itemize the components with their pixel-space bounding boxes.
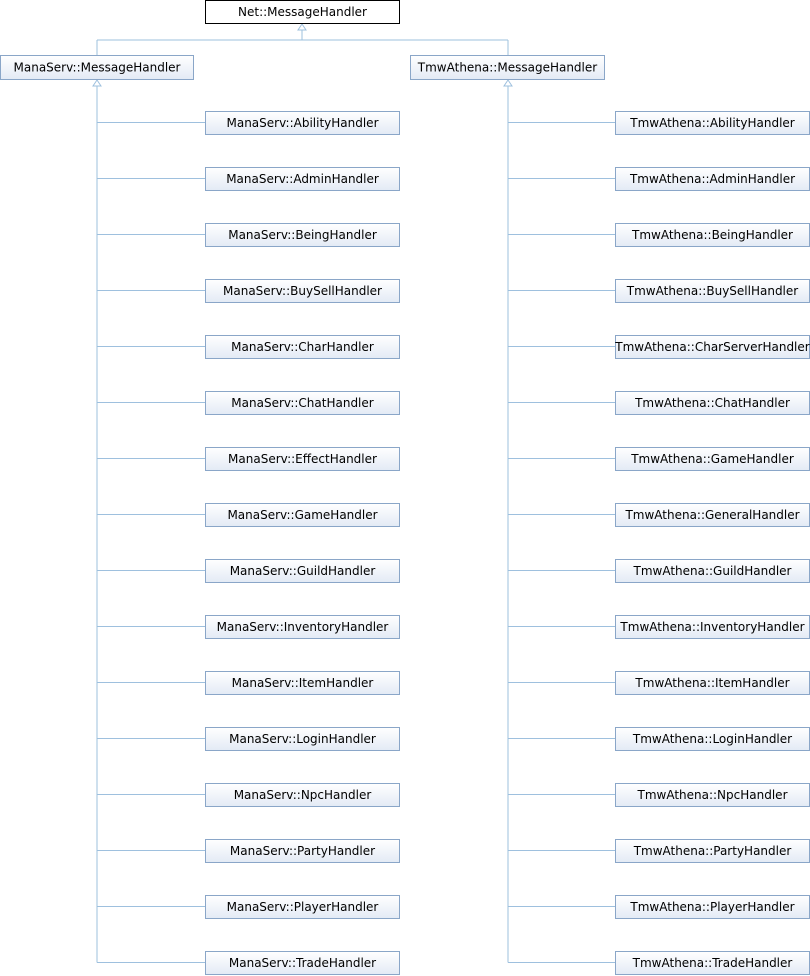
class-node-tmw-athena-npc-handler[interactable]: TmwAthena::NpcHandler: [615, 783, 810, 807]
class-node-mana-serv-npc-handler[interactable]: ManaServ::NpcHandler: [205, 783, 400, 807]
class-node-label: TmwAthena::InventoryHandler: [619, 620, 804, 634]
class-node-mana-serv-admin-handler[interactable]: ManaServ::AdminHandler: [205, 167, 400, 191]
class-node-net-message-handler[interactable]: Net::MessageHandler: [205, 0, 400, 24]
class-node-label: ManaServ::InventoryHandler: [217, 620, 389, 634]
class-node-label: TmwAthena::AdminHandler: [629, 172, 795, 186]
class-node-box: [205, 671, 400, 695]
class-node-mana-serv-inventory-handler[interactable]: ManaServ::InventoryHandler: [205, 615, 400, 639]
class-node-label: ManaServ::AbilityHandler: [226, 116, 378, 130]
class-node-label: ManaServ::EffectHandler: [228, 452, 377, 466]
class-node-box: [205, 167, 400, 191]
class-node-tmw-athena-general-handler[interactable]: TmwAthena::GeneralHandler: [615, 503, 810, 527]
class-node-label: TmwAthena::TradeHandler: [632, 956, 793, 970]
class-node-mana-serv-game-handler[interactable]: ManaServ::GameHandler: [205, 503, 400, 527]
class-node-label: TmwAthena::MessageHandler: [417, 61, 597, 75]
class-node-label: ManaServ::PartyHandler: [230, 844, 375, 858]
class-node-box: [410, 55, 605, 80]
class-node-label: TmwAthena::LoginHandler: [632, 732, 792, 746]
class-node-mana-serv-effect-handler[interactable]: ManaServ::EffectHandler: [205, 447, 400, 471]
class-node-box: [205, 0, 400, 24]
class-node-label: ManaServ::TradeHandler: [229, 956, 376, 970]
class-node-mana-serv-char-handler[interactable]: ManaServ::CharHandler: [205, 335, 400, 359]
class-node-mana-serv-player-handler[interactable]: ManaServ::PlayerHandler: [205, 895, 400, 919]
class-node-label: TmwAthena::CharServerHandler: [614, 340, 810, 354]
class-node-box: [205, 335, 400, 359]
class-node-box: [205, 391, 400, 415]
class-node-mana-serv-guild-handler[interactable]: ManaServ::GuildHandler: [205, 559, 400, 583]
arrowhead-branch: [92, 79, 102, 87]
class-node-box: [205, 951, 400, 975]
arrowhead-root: [297, 23, 307, 31]
class-node-box: [205, 559, 400, 583]
class-node-label: ManaServ::BuySellHandler: [223, 284, 382, 298]
class-node-mana-serv-being-handler[interactable]: ManaServ::BeingHandler: [205, 223, 400, 247]
class-node-label: TmwAthena::PlayerHandler: [629, 900, 794, 914]
class-node-tmw-athena-party-handler[interactable]: TmwAthena::PartyHandler: [615, 839, 810, 863]
class-node-label: TmwAthena::PartyHandler: [633, 844, 792, 858]
class-node-box: [205, 223, 400, 247]
class-node-tmw-athena-item-handler[interactable]: TmwAthena::ItemHandler: [615, 671, 810, 695]
edges: [92, 23, 615, 963]
class-node-box: [205, 279, 400, 303]
class-node-mana-serv-message-handler[interactable]: ManaServ::MessageHandler: [0, 55, 194, 80]
class-node-mana-serv-ability-handler[interactable]: ManaServ::AbilityHandler: [205, 111, 400, 135]
class-node-tmw-athena-player-handler[interactable]: TmwAthena::PlayerHandler: [615, 895, 810, 919]
class-node-mana-serv-chat-handler[interactable]: ManaServ::ChatHandler: [205, 391, 400, 415]
class-node-box: [205, 839, 400, 863]
class-node-box: [205, 727, 400, 751]
class-node-box: [205, 895, 400, 919]
class-node-tmw-athena-buy-sell-handler[interactable]: TmwAthena::BuySellHandler: [615, 279, 810, 303]
class-node-label: ManaServ::GuildHandler: [230, 564, 376, 578]
class-node-label: TmwAthena::GeneralHandler: [624, 508, 799, 522]
class-node-tmw-athena-admin-handler[interactable]: TmwAthena::AdminHandler: [615, 167, 810, 191]
class-node-label: TmwAthena::GuildHandler: [632, 564, 791, 578]
class-node-box: [0, 55, 194, 80]
class-node-mana-serv-party-handler[interactable]: ManaServ::PartyHandler: [205, 839, 400, 863]
class-node-mana-serv-trade-handler[interactable]: ManaServ::TradeHandler: [205, 951, 400, 975]
class-node-label: TmwAthena::BuySellHandler: [626, 284, 798, 298]
class-node-box: [205, 615, 400, 639]
class-node-box: [205, 447, 400, 471]
class-node-tmw-athena-login-handler[interactable]: TmwAthena::LoginHandler: [615, 727, 810, 751]
class-node-box: [205, 111, 400, 135]
class-node-box: [205, 783, 400, 807]
class-node-label: TmwAthena::AbilityHandler: [629, 116, 795, 130]
class-node-tmw-athena-trade-handler[interactable]: TmwAthena::TradeHandler: [615, 951, 810, 975]
class-node-tmw-athena-guild-handler[interactable]: TmwAthena::GuildHandler: [615, 559, 810, 583]
class-node-label: Net::MessageHandler: [238, 5, 367, 19]
class-node-label: TmwAthena::GameHandler: [630, 452, 794, 466]
class-node-tmw-athena-game-handler[interactable]: TmwAthena::GameHandler: [615, 447, 810, 471]
class-node-label: ManaServ::LoginHandler: [229, 732, 376, 746]
class-node-label: ManaServ::PlayerHandler: [227, 900, 379, 914]
class-node-mana-serv-item-handler[interactable]: ManaServ::ItemHandler: [205, 671, 400, 695]
class-node-label: TmwAthena::NpcHandler: [636, 788, 787, 802]
class-node-tmw-athena-ability-handler[interactable]: TmwAthena::AbilityHandler: [615, 111, 810, 135]
class-node-label: ManaServ::ItemHandler: [232, 676, 374, 690]
class-node-label: ManaServ::CharHandler: [231, 340, 374, 354]
class-node-mana-serv-buy-sell-handler[interactable]: ManaServ::BuySellHandler: [205, 279, 400, 303]
class-node-tmw-athena-message-handler[interactable]: TmwAthena::MessageHandler: [410, 55, 605, 80]
class-node-tmw-athena-chat-handler[interactable]: TmwAthena::ChatHandler: [615, 391, 810, 415]
arrowhead-branch: [503, 79, 513, 87]
class-node-label: TmwAthena::ChatHandler: [634, 396, 790, 410]
class-node-tmw-athena-char-server-handler[interactable]: TmwAthena::CharServerHandler: [614, 335, 810, 359]
class-node-label: ManaServ::NpcHandler: [234, 788, 372, 802]
class-node-label: TmwAthena::ItemHandler: [634, 676, 789, 690]
class-node-tmw-athena-being-handler[interactable]: TmwAthena::BeingHandler: [615, 223, 810, 247]
class-node-box: [205, 503, 400, 527]
class-node-label: ManaServ::MessageHandler: [14, 61, 181, 75]
class-node-label: TmwAthena::BeingHandler: [631, 228, 793, 242]
class-node-tmw-athena-inventory-handler[interactable]: TmwAthena::InventoryHandler: [615, 615, 810, 639]
class-node-label: ManaServ::AdminHandler: [226, 172, 379, 186]
class-node-label: ManaServ::BeingHandler: [228, 228, 377, 242]
class-node-label: ManaServ::GameHandler: [227, 508, 377, 522]
class-node-mana-serv-login-handler[interactable]: ManaServ::LoginHandler: [205, 727, 400, 751]
class-node-label: ManaServ::ChatHandler: [231, 396, 373, 410]
